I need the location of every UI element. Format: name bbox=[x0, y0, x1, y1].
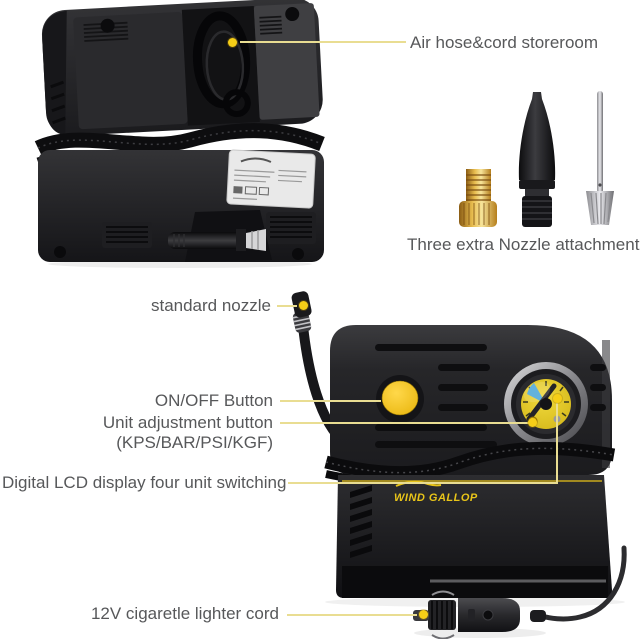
leader-line bbox=[288, 482, 558, 484]
leader-line bbox=[287, 614, 417, 616]
compressor-front-view: WIND GALLOP bbox=[291, 291, 627, 639]
screw-foot bbox=[285, 7, 300, 22]
leader-line bbox=[280, 400, 381, 402]
side-vents bbox=[50, 80, 66, 125]
callout-dot bbox=[228, 38, 237, 47]
nozzle-holder bbox=[168, 210, 272, 262]
rubber-foot bbox=[54, 246, 66, 258]
leader-line bbox=[240, 41, 406, 43]
callout-sublabel: (KPS/BAR/PSI/KGF) bbox=[116, 433, 273, 452]
base-unit: WIND GALLOP bbox=[325, 475, 625, 607]
compartment-door bbox=[253, 3, 320, 120]
callout-label: Digital LCD display four unit switching bbox=[2, 473, 287, 492]
compressor-rear-view bbox=[34, 0, 325, 268]
pressure-gauge bbox=[504, 362, 588, 446]
speaker-grille bbox=[102, 212, 316, 248]
base-vents bbox=[350, 485, 372, 558]
callout-label: Three extra Nozzle attachment bbox=[407, 235, 640, 254]
sticker-text-lines bbox=[232, 169, 307, 200]
callout-label: Air hose&cord storeroom bbox=[410, 33, 599, 52]
ball-needle bbox=[586, 91, 614, 225]
callout-label: Unit adjustment button bbox=[102, 413, 273, 432]
left-side-face bbox=[42, 10, 67, 136]
sticker-logo-swoosh bbox=[240, 157, 272, 163]
brand-text: WIND GALLOP bbox=[394, 492, 478, 504]
plug-spring-contact bbox=[431, 590, 455, 596]
panel-slats bbox=[375, 344, 606, 448]
callout-dot bbox=[299, 301, 308, 310]
callout-label: 12V cigaretle lighter cord bbox=[90, 604, 279, 623]
product-label-sticker bbox=[226, 149, 316, 209]
callout-dot bbox=[528, 418, 537, 427]
nozzle-attachments bbox=[459, 91, 614, 227]
leader-line bbox=[280, 422, 532, 424]
coiled-power-cord bbox=[192, 11, 251, 118]
power-cord bbox=[539, 545, 627, 622]
callout-label: ON/OFF Button bbox=[154, 391, 273, 410]
on-off-button[interactable] bbox=[381, 380, 419, 416]
cone-nozzle bbox=[518, 92, 556, 227]
leader-line bbox=[277, 305, 297, 307]
leader-line-vertical bbox=[556, 403, 558, 484]
screw-foot bbox=[100, 18, 115, 33]
stored-nozzle-tip bbox=[246, 229, 266, 251]
callout-dot bbox=[419, 610, 428, 619]
storage-compartment bbox=[41, 0, 323, 136]
gauge-ticks bbox=[523, 381, 569, 417]
callout-label: standard nozzle bbox=[150, 296, 271, 315]
brass-valve-adapter bbox=[459, 169, 497, 227]
callout-dot bbox=[553, 394, 562, 403]
compressor-back-face bbox=[38, 149, 324, 268]
rubber-foot bbox=[292, 248, 304, 260]
cigarette-lighter-plug bbox=[413, 590, 546, 639]
